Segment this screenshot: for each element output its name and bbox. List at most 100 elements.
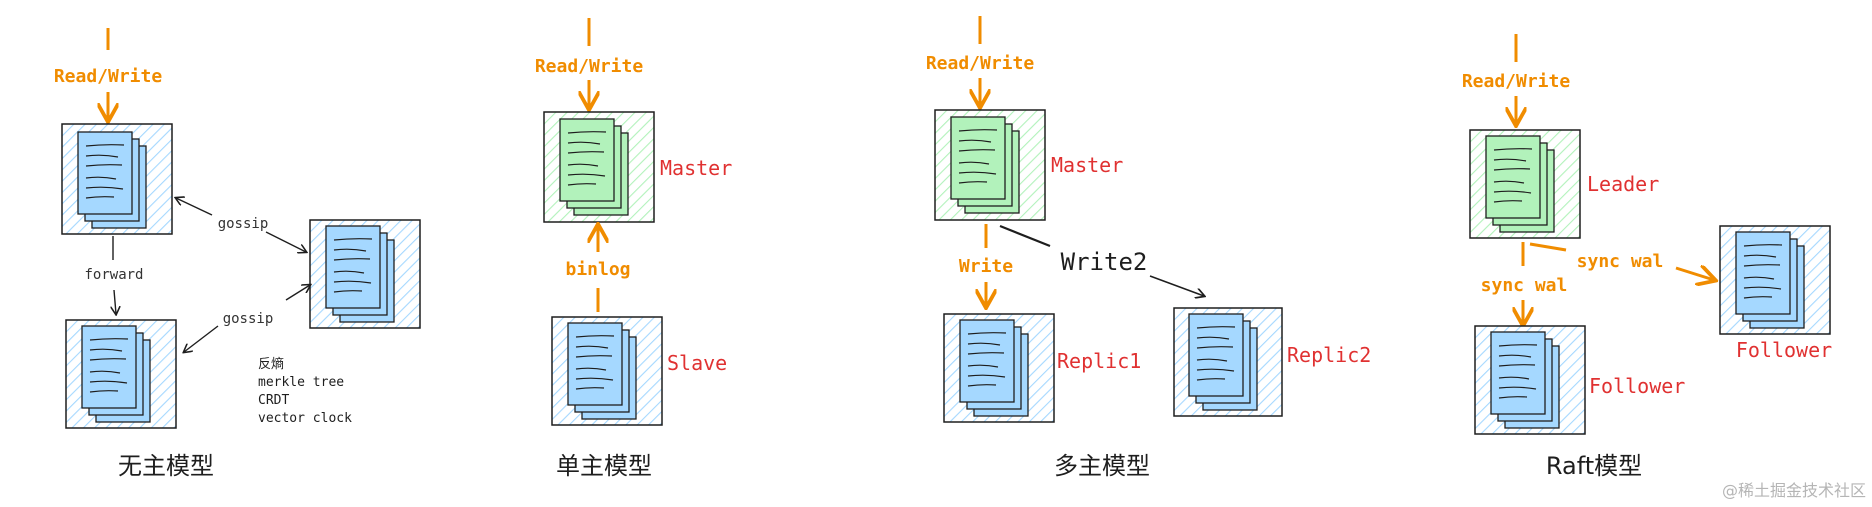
- leaderless-read-write-label: Read/Write: [54, 66, 163, 87]
- single-read-write-label: Read/Write: [535, 56, 644, 77]
- document-text-line: [575, 387, 605, 390]
- document-sheet: [950, 116, 1006, 200]
- multi-write2-arrow-start: [999, 224, 1051, 248]
- document-text-line: [1493, 190, 1532, 194]
- document-text-line: [1493, 180, 1525, 184]
- document-text-line: [967, 342, 1001, 346]
- document-text-line: [333, 270, 365, 274]
- multi-leader-model: Read/Write Master Write Write2 Replic1 R…: [926, 16, 1371, 480]
- document-text-line: [967, 332, 1007, 335]
- document-text-line: [1498, 376, 1530, 380]
- document-text-line: [333, 258, 371, 261]
- document-stack-icon: [1485, 135, 1555, 233]
- multi-master-label: Master: [1051, 153, 1123, 177]
- single-slave-node: [551, 316, 663, 426]
- document-text-line: [85, 186, 124, 190]
- single-caption: 单主模型: [556, 452, 652, 480]
- gossip-top-arrow-left: [176, 198, 213, 216]
- document-text-line: [1743, 264, 1781, 267]
- document-text-line: [1498, 364, 1536, 367]
- raft-sync-wal-right-arrow-start: [1529, 242, 1567, 252]
- document-text-line: [89, 380, 128, 384]
- gossip-top-label: gossip: [218, 216, 269, 232]
- leaderless-caption: 无主模型: [118, 452, 214, 480]
- raft-model: Read/Write Leader sync wal sync wal Foll…: [1462, 34, 1832, 480]
- single-master-label: Master: [660, 156, 732, 180]
- document-stack-icon: [81, 325, 151, 423]
- document-text-line: [1743, 296, 1773, 299]
- document-text-line: [1196, 378, 1226, 381]
- document-text-line: [1743, 244, 1783, 247]
- multi-replic1-node: [943, 313, 1055, 423]
- document-text-line: [85, 196, 115, 199]
- document-text-line: [567, 131, 607, 134]
- document-text-line: [1743, 286, 1782, 290]
- document-text-line: [567, 141, 601, 145]
- document-text-line: [575, 335, 615, 338]
- document-stack-icon: [1490, 331, 1560, 429]
- document-text-line: [85, 144, 125, 147]
- leaderless-note-4: vector clock: [258, 411, 352, 426]
- document-text-line: [1493, 158, 1527, 162]
- document-text-line: [1498, 354, 1532, 358]
- multi-read-write-label: Read/Write: [926, 53, 1035, 74]
- multi-replic2-node: [1173, 307, 1283, 417]
- document-text-line: [1196, 368, 1235, 372]
- leaderless-node-3: [65, 319, 177, 429]
- document-text-line: [333, 238, 373, 241]
- single-master-node: [543, 111, 655, 223]
- multi-write2-arrow: [1149, 275, 1204, 296]
- document-text-line: [958, 181, 988, 184]
- document-text-line: [958, 149, 996, 152]
- document-text-line: [1196, 346, 1234, 349]
- document-text-line: [567, 151, 605, 154]
- document-text-line: [967, 374, 1006, 378]
- leaderless-model: Read/Write gossip gossip forward 反熵 merk…: [54, 28, 421, 480]
- document-text-line: [958, 139, 992, 143]
- document-text-line: [967, 364, 999, 368]
- leaderless-node-2: [309, 219, 421, 329]
- document-text-line: [1196, 326, 1236, 329]
- raft-leader-node: [1469, 129, 1581, 239]
- document-text-line: [1498, 386, 1537, 390]
- document-text-line: [89, 390, 119, 393]
- document-text-line: [1196, 358, 1228, 362]
- raft-sync-wal-left-label: sync wal: [1481, 275, 1568, 296]
- single-leader-model: Read/Write Master binlog Slave 单主模型: [535, 18, 732, 480]
- raft-follower-right-node: [1719, 225, 1831, 335]
- document-text-line: [1498, 396, 1528, 399]
- document-text-line: [1743, 276, 1775, 280]
- document-text-line: [575, 355, 613, 358]
- raft-follower-bottom-label: Follower: [1589, 374, 1685, 398]
- document-text-line: [1196, 336, 1230, 340]
- document-text-line: [85, 164, 123, 167]
- document-text-line: [575, 377, 614, 381]
- document-stack-icon: [950, 116, 1020, 214]
- multi-master-node: [934, 109, 1046, 221]
- document-text-line: [567, 173, 606, 177]
- document-text-line: [575, 345, 609, 349]
- document-stack-icon: [325, 225, 395, 323]
- multi-write2-label: Write2: [1061, 248, 1148, 276]
- document-text-line: [333, 290, 363, 293]
- document-stack-icon: [77, 131, 147, 229]
- document-text-line: [1743, 254, 1777, 258]
- document-text-line: [958, 129, 998, 132]
- document-text-line: [89, 358, 127, 361]
- document-stack-icon: [1188, 313, 1258, 411]
- forward-label: forward: [84, 267, 143, 283]
- document-text-line: [333, 248, 367, 252]
- gossip-bottom-arrow-up: [285, 285, 310, 301]
- raft-read-write-label: Read/Write: [1462, 71, 1571, 92]
- raft-sync-wal-right-label: sync wal: [1577, 251, 1664, 272]
- document-stack-icon: [567, 322, 637, 420]
- document-text-line: [89, 338, 129, 341]
- single-slave-label: Slave: [667, 351, 727, 375]
- multi-write-label: Write: [959, 256, 1013, 277]
- raft-sync-wal-right-arrow: [1675, 268, 1714, 280]
- document-text-line: [333, 280, 372, 284]
- document-text-line: [1498, 344, 1538, 347]
- multi-caption: 多主模型: [1054, 452, 1150, 480]
- leaderless-note-3: CRDT: [258, 393, 289, 408]
- document-text-line: [967, 384, 997, 387]
